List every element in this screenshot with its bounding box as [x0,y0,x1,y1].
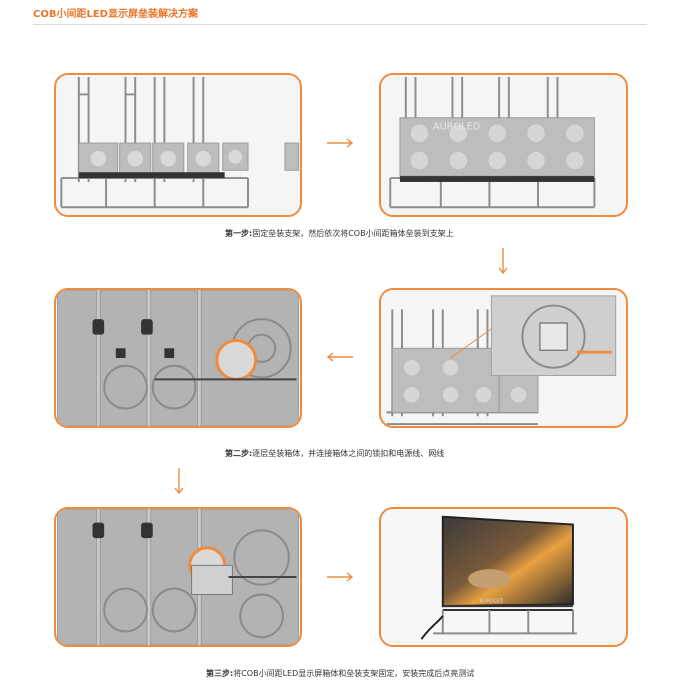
arrow-left-icon [326,352,354,362]
lit-display-illustration: AUROLED [382,509,625,645]
bracket-fixing-illustration [57,509,299,645]
arrow-down-icon [174,467,184,495]
arrow-down-icon [498,247,508,275]
step3-caption: 第三步:将COB小间距LED显示屏箱体和垒装支架固定，安装完成后点亮测试 [206,669,475,678]
connector-closeup-illustration [57,290,299,426]
arrow-right-icon [326,572,354,582]
stacked-panels-illustration: AUROLED [382,75,625,215]
step1-image-frame-stand [54,73,302,217]
title-divider [33,24,647,25]
step3-image-bracket-fixing [54,507,302,647]
step2-caption: 第二步:逐层垒装箱体，并连接箱体之间的锁扣和电源线、网线 [225,449,445,458]
arrow-right-icon [326,138,354,148]
step2-image-connector-closeup [54,288,302,428]
page-title: COB小间距LED显示屏垒装解决方案 [33,9,198,20]
layered-assembly-illustration [382,290,625,426]
step1-image-stacked-panels: AUROLED [379,73,628,217]
frame-stand-illustration [57,75,300,215]
brand-watermark: AUROLED [433,121,480,132]
step3-image-lit-display: AUROLED [379,507,628,647]
step2-image-layered-assembly [379,288,628,428]
brand-logo: AUROLED [480,598,504,604]
step1-caption: 第一步:固定垒装支架，然后依次将COB小间距箱体垒装到支架上 [225,229,454,238]
